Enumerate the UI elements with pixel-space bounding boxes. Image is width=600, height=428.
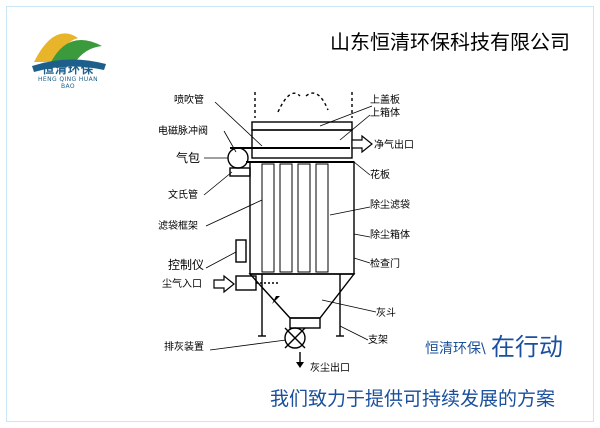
label-blow-pipe: 喷吹管 — [174, 93, 204, 106]
label-solenoid-valve: 电磁脉冲阀 — [158, 124, 208, 137]
tagline-action: 在行动 — [491, 333, 563, 361]
company-name: 山东恒清环保科技有限公司 — [330, 30, 570, 54]
slogan: 我们致力于提供可持续发展的方案 — [270, 388, 556, 410]
logo-pinyin: HENG QING HUAN BAO — [38, 76, 98, 90]
label-dust-box: 除尘箱体 — [370, 228, 410, 241]
label-inspection-door: 检查门 — [370, 257, 400, 270]
label-upper-box: 上箱体 — [370, 106, 400, 119]
label-top-cover: 上盖板 — [370, 93, 400, 106]
label-ash-hopper: 灰斗 — [376, 306, 396, 319]
label-dust-inlet: 尘气入口 — [162, 277, 202, 290]
logo-name: 恒清环保 — [41, 62, 94, 76]
label-support: 支架 — [368, 334, 388, 346]
company-logo — [32, 33, 106, 72]
label-dust-outlet: 灰尘出口 — [310, 361, 350, 374]
label-controller: 控制仪 — [168, 258, 204, 272]
label-clean-outlet: 净气出口 — [374, 138, 414, 151]
tagline-brand: 恒清环保\ — [425, 341, 486, 357]
label-air-bag: 气包 — [176, 150, 200, 165]
label-flower-plate: 花板 — [370, 168, 390, 181]
label-filter-bag: 除尘滤袋 — [370, 198, 410, 211]
label-bag-frame: 滤袋框架 — [158, 219, 198, 232]
label-ash-device: 排灰装置 — [164, 340, 204, 353]
label-venturi: 文氏管 — [168, 188, 198, 201]
